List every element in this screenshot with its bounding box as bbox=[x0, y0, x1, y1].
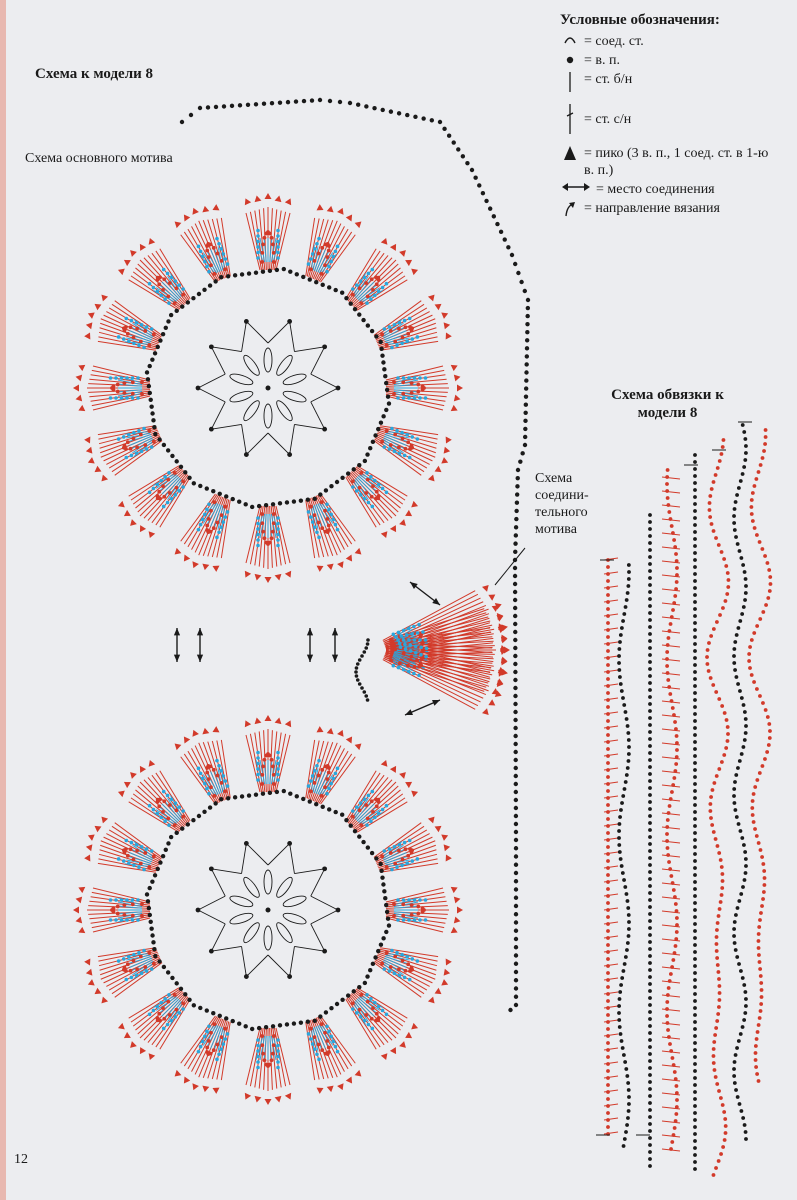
legend: Условные обозначения: = соед. ст. = в. п… bbox=[560, 12, 790, 220]
legend-item: = направление вязания bbox=[560, 200, 790, 218]
page-number: 12 bbox=[14, 1152, 28, 1168]
legend-text: = ст. б/н bbox=[584, 71, 632, 88]
legend-item: = ст. с/н bbox=[560, 103, 790, 135]
main-motif-label: Схема основного мотива bbox=[25, 150, 175, 167]
join-point-icon bbox=[560, 181, 592, 193]
legend-text: = направление вязания bbox=[584, 200, 720, 217]
page-title: Схема к модели 8 bbox=[35, 66, 153, 83]
main-motif-top bbox=[73, 193, 463, 583]
joining-motif bbox=[354, 585, 510, 715]
picot-icon bbox=[560, 145, 580, 161]
double-crochet-icon bbox=[560, 103, 580, 135]
legend-item: = пико (3 в. п., 1 соед. ст. в 1-ю в. п.… bbox=[560, 145, 790, 179]
edging-title: Схема обвязки к модели 8 bbox=[610, 386, 725, 422]
legend-text: = ст. с/н bbox=[584, 103, 631, 128]
joining-motif-label: Схема соедини-тельного мотива bbox=[535, 470, 625, 538]
legend-title: Условные обозначения: bbox=[560, 12, 790, 29]
direction-icon bbox=[560, 200, 580, 218]
legend-item: = соед. ст. bbox=[560, 33, 790, 50]
legend-text: = место соединения bbox=[596, 181, 715, 198]
legend-item: = место соединения bbox=[560, 181, 790, 198]
legend-text: = в. п. bbox=[584, 52, 620, 69]
legend-text: = пико (3 в. п., 1 соед. ст. в 1-ю в. п.… bbox=[584, 145, 774, 179]
chain-stitch-icon bbox=[560, 52, 580, 66]
legend-item: = в. п. bbox=[560, 52, 790, 69]
legend-item: = ст. б/н bbox=[560, 71, 790, 93]
main-motif-bottom bbox=[73, 715, 463, 1105]
legend-text: = соед. ст. bbox=[584, 33, 644, 50]
slip-stitch-icon bbox=[560, 33, 580, 45]
single-crochet-icon bbox=[560, 71, 580, 93]
